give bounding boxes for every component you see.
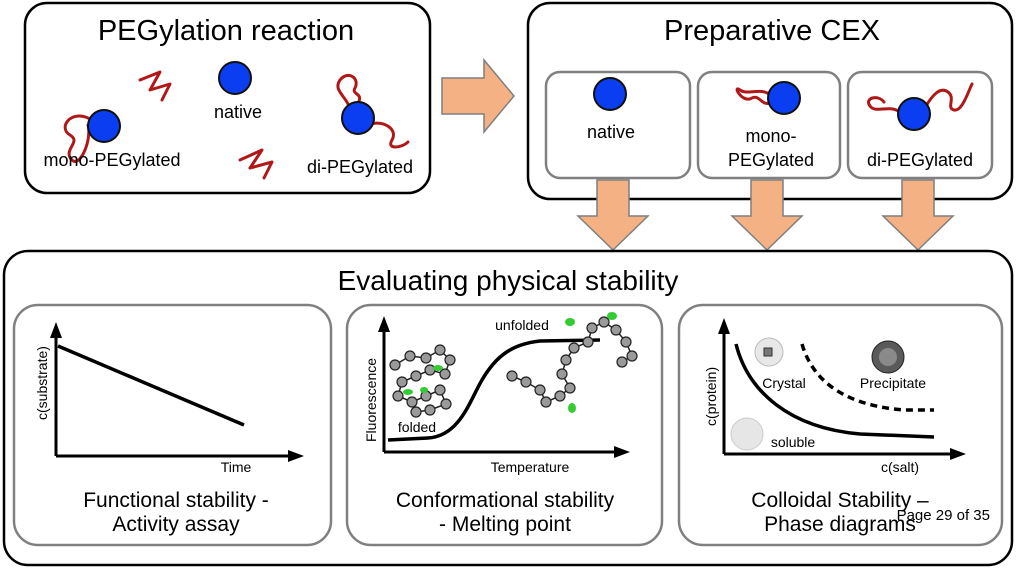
peg-chain-icon [735,87,774,105]
page-number: Page 29 of 35 [897,507,990,524]
down-arrow-icon [730,179,804,252]
conformational-subpanel: folded unfolded Fluorescence Temperature… [345,303,664,547]
cex-label-native: native [587,122,635,142]
stability-panel: Evaluating physical stability c(substrat… [2,249,1014,567]
peg-chain-icon [368,121,410,149]
label-folded: folded [398,419,436,435]
peg-chain-icon [867,96,902,114]
folded-protein-icon [389,344,456,418]
activity-decay-line [57,344,245,427]
peg-chain-icon [238,148,274,180]
protein-mono-icon [767,81,801,115]
cex-title: Preparative CEX [664,15,880,47]
cex-label-di: di-PEGylated [867,150,973,170]
cex-fraction-mono [696,70,842,180]
functional-box [12,303,333,547]
cex-fraction-native [544,70,692,180]
down-arrow-icon [881,179,955,252]
down-arrow-icon [576,179,650,252]
functional-caption-2: Activity assay [112,513,240,536]
protein-native-icon [593,77,627,111]
functional-subpanel: c(substrate) Time Functional stability -… [12,303,333,547]
precipitation-curve [800,343,934,412]
conformational-box [345,303,664,547]
peg-chain-icon [63,114,91,163]
x-axis-arrow-icon [614,446,630,458]
functional-ylabel: c(substrate) [34,346,50,420]
peg-chain-icon [924,82,974,112]
colloidal-subpanel: Crystal Precipitate soluble c(protein) c… [677,303,1004,547]
y-axis-arrow-icon [378,316,390,332]
colloidal-box [677,303,1004,547]
label-soluble: soluble [771,434,816,450]
functional-caption-1: Functional stability - [83,489,269,512]
cex-panel: Preparative CEX native mono- PEGylated d… [526,1,1014,201]
precipitate-texture-icon [879,348,897,366]
protein-native-icon [218,61,252,95]
label-native: native [214,102,262,122]
soluble-photo-icon [730,417,764,451]
x-axis-arrow-icon [288,450,304,462]
conformational-caption-1: Conformational stability [396,489,615,512]
pegylation-panel: PEGylation reaction native mono-PEGylate… [23,1,432,195]
y-axis-arrow-icon [50,322,62,338]
stability-title: Evaluating physical stability [338,265,679,296]
protein-di-icon [341,101,375,135]
colloidal-caption-2: Phase diagrams [764,513,916,536]
label-unfolded: unfolded [495,317,549,333]
melting-curve [387,338,601,442]
protein-di-icon [897,97,931,131]
functional-xlabel: Time [221,459,252,475]
right-arrow-icon [441,57,515,135]
pegylation-box [23,1,432,195]
pegylation-title: PEGylation reaction [98,15,354,47]
conformational-ylabel: Fluorescence [363,358,379,442]
label-mono: mono-PEGylated [43,150,180,170]
crystal-icon [763,347,773,357]
cex-label-mono-2: PEGylated [728,150,814,170]
protein-mono-icon [87,109,121,143]
label-di: di-PEGylated [307,157,413,177]
colloidal-caption-1: Colloidal Stability – [751,489,929,512]
cex-label-mono-1: mono- [745,126,796,146]
unfolded-protein-icon [506,312,638,413]
label-crystal: Crystal [762,375,806,391]
label-precipitate: Precipitate [860,375,926,391]
peg-chain-icon [336,74,362,112]
colloidal-xlabel: c(salt) [881,459,919,475]
x-axis-arrow-icon [950,448,966,460]
peg-chain-icon [138,70,172,102]
colloidal-ylabel: c(protein) [703,367,719,426]
conformational-caption-2: - Melting point [439,513,571,536]
solubility-curve [734,343,935,439]
conformational-xlabel: Temperature [491,459,570,475]
y-axis-arrow-icon [718,318,730,334]
